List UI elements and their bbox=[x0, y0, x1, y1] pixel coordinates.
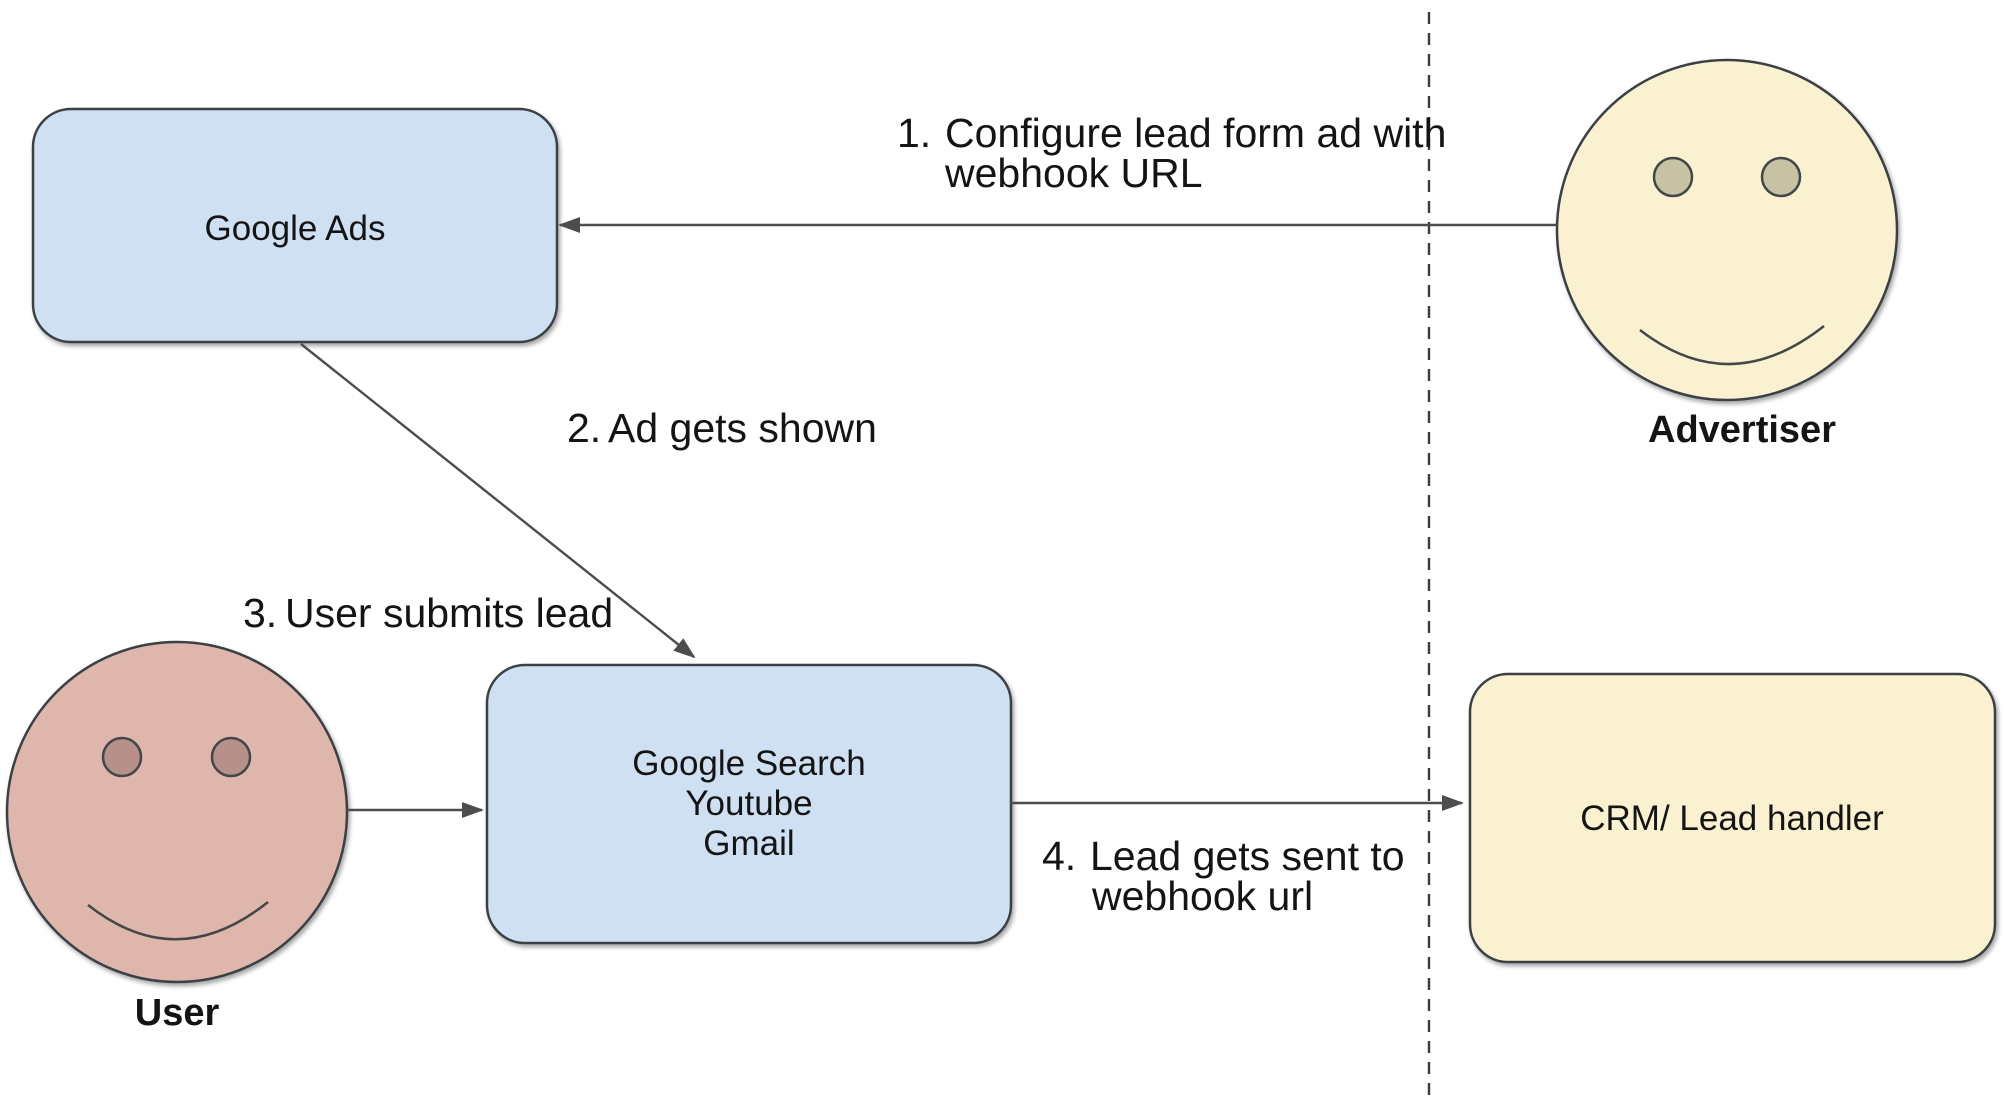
google-surfaces-node: Google Search Youtube Gmail bbox=[485, 663, 1013, 945]
step4-text-line1: Lead gets sent to bbox=[1090, 833, 1405, 879]
step3-label: 3. User submits lead bbox=[243, 590, 613, 636]
advertiser-face bbox=[1555, 58, 1899, 402]
user-smile bbox=[87, 901, 269, 941]
google-ads-label: Google Ads bbox=[205, 209, 386, 248]
step3-number: 3. bbox=[243, 590, 277, 636]
step2-text: Ad gets shown bbox=[608, 405, 877, 451]
google-ads-box bbox=[31, 107, 559, 344]
user-left-eye bbox=[101, 736, 143, 778]
step4-text-line2: webhook url bbox=[1091, 873, 1313, 919]
user-label: User bbox=[135, 992, 220, 1034]
step1-number: 1. bbox=[897, 110, 931, 156]
user-face bbox=[5, 640, 349, 984]
google-surfaces-label-line2: Youtube bbox=[685, 784, 812, 823]
user-right-eye bbox=[210, 736, 252, 778]
step1-text-line1: Configure lead form ad with bbox=[945, 110, 1446, 156]
crm-node: CRM/ Lead handler bbox=[1468, 672, 1997, 964]
crm-box bbox=[1468, 672, 1997, 964]
google-surfaces-label-line3: Gmail bbox=[703, 824, 794, 863]
advertiser-label: Advertiser bbox=[1648, 409, 1836, 451]
step4-label: 4. Lead gets sent to webhook url bbox=[1042, 833, 1405, 919]
advertiser-smile bbox=[1639, 325, 1825, 366]
step1-text-line2: webhook URL bbox=[944, 150, 1203, 196]
step2-label: 2. Ad gets shown bbox=[567, 405, 877, 451]
step1-label: 1. Configure lead form ad with webhook U… bbox=[897, 110, 1446, 196]
advertiser-actor: Advertiser bbox=[1555, 58, 1899, 451]
step4-number: 4. bbox=[1042, 833, 1076, 879]
step2-number: 2. bbox=[567, 405, 601, 451]
advertiser-right-eye bbox=[1760, 156, 1802, 198]
advertiser-left-eye bbox=[1652, 156, 1694, 198]
arrow-google-ads-to-surfaces bbox=[300, 343, 696, 659]
google-surfaces-label-line1: Google Search bbox=[632, 744, 865, 783]
crm-label: CRM/ Lead handler bbox=[1580, 799, 1884, 838]
user-actor: User bbox=[5, 640, 349, 1034]
google-ads-node: Google Ads bbox=[31, 107, 559, 344]
step3-text: User submits lead bbox=[285, 590, 613, 636]
